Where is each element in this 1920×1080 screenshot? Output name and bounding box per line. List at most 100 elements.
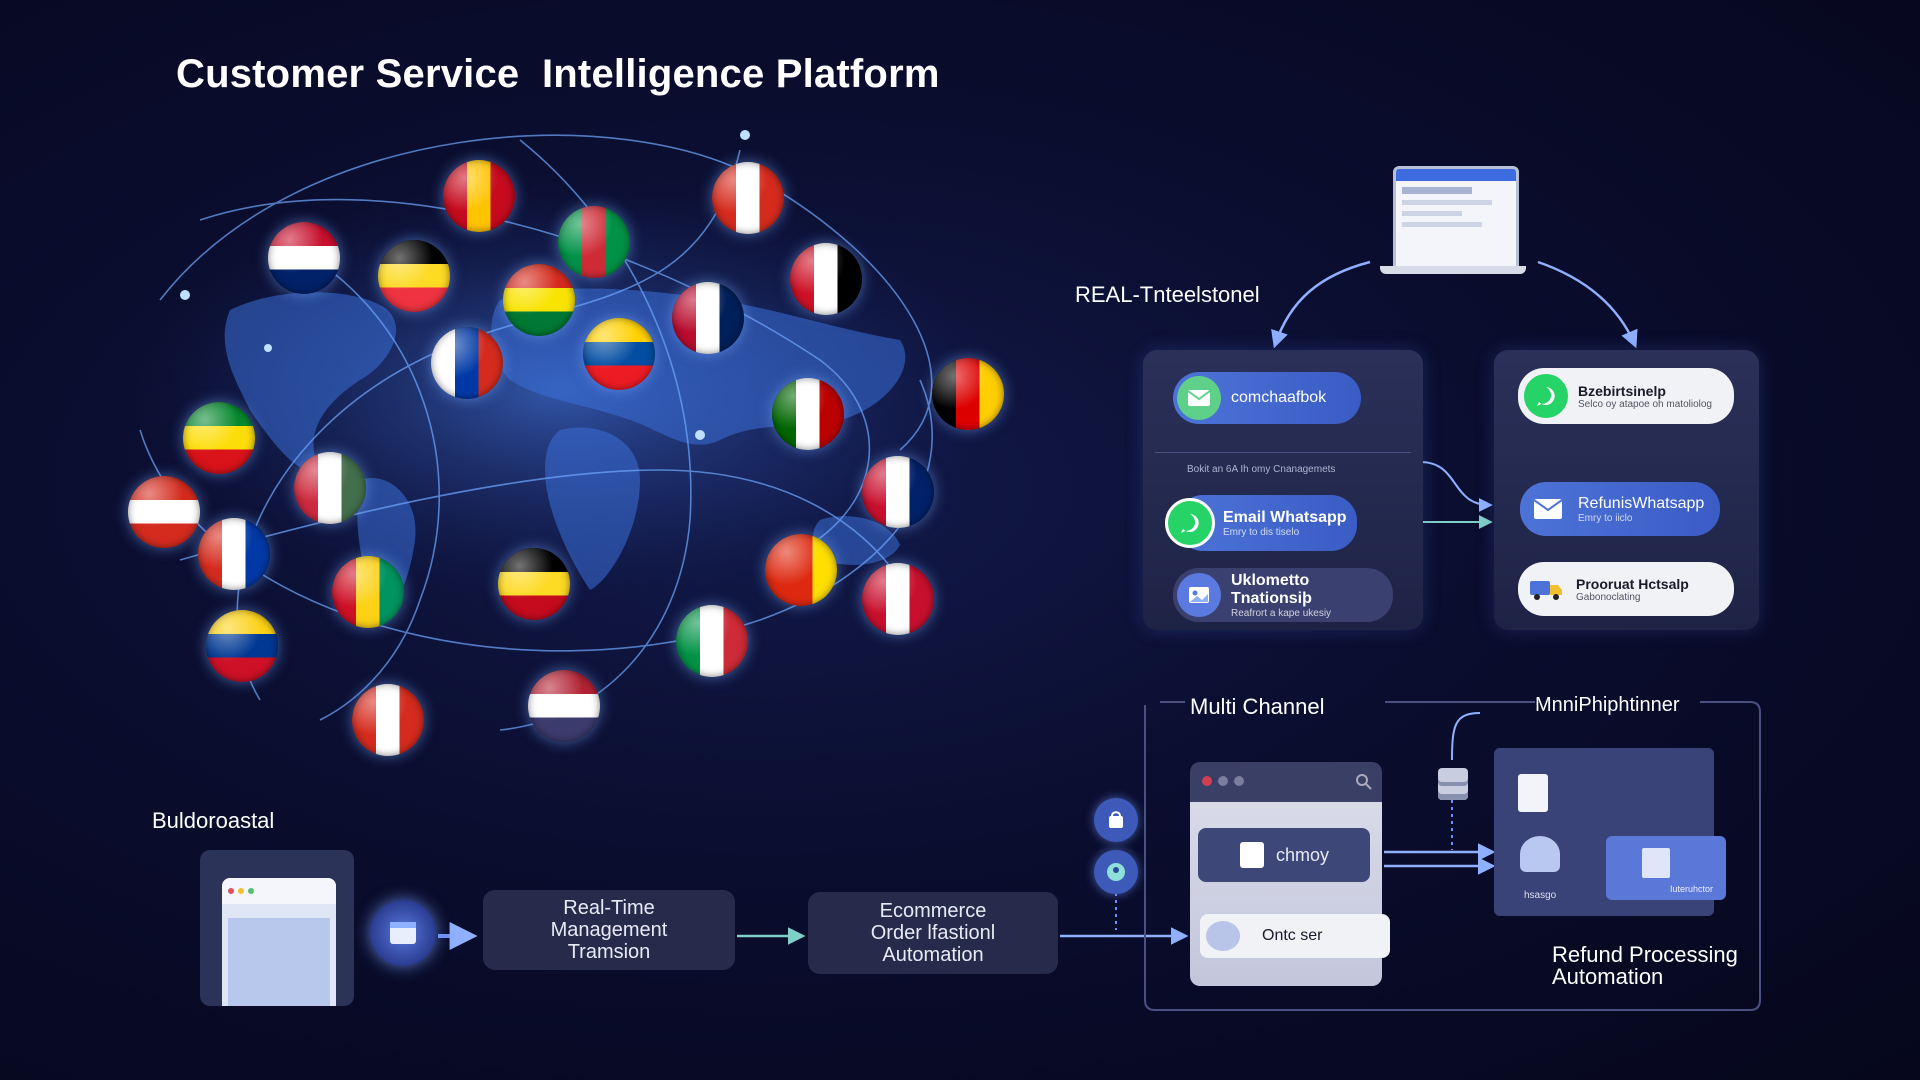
flag-usa-icon: [528, 670, 600, 742]
orbit-arc: [179, 469, 901, 581]
user-support-icon: [1520, 836, 1560, 872]
multi-channel-window: chmoy Ontc ser: [1190, 762, 1390, 986]
glow-dot: [740, 130, 750, 140]
flag-spain-2-icon: [498, 548, 570, 620]
arrow-laptop-left: [1271, 260, 1371, 349]
refund-whatsapp-sub: Emry to iiclo: [1578, 512, 1633, 524]
flow-step-real-time-management[interactable]: Real-Time Management Tramsion: [483, 890, 735, 970]
customer-pill-text: Ontc ser: [1262, 927, 1323, 944]
product-help-label: Prooruat Hctsalp: [1576, 575, 1689, 592]
flag-spain-icon: [443, 160, 515, 232]
flag-belgium-icon: [378, 240, 450, 312]
real-time-label: REAL-Tnteelstonel: [1075, 282, 1260, 307]
flow-step-text: Ecommerce Order lfastionl Automation: [870, 900, 996, 966]
photo-icon: [1177, 573, 1221, 617]
tracking-pill-sub: Reafrort a kape ukesiy: [1231, 607, 1332, 619]
whatsapp-pill-sub: Emry to dis tiselo: [1223, 526, 1300, 538]
flag-egypt-icon: [790, 243, 862, 315]
multi-channel-label: Multi Channel: [1190, 694, 1325, 719]
whatsapp-support-sub: Selco oy atapoe oh matoliolog: [1578, 398, 1712, 410]
window-dot: [1218, 776, 1228, 786]
email-pill[interactable]: comchaafbok: [1173, 372, 1361, 424]
flag-canada-icon: [352, 684, 424, 756]
flag-uk-2-icon: [862, 456, 934, 528]
product-help-pill[interactable]: Prooruat Hctsalp Gabonoclating: [1518, 562, 1734, 616]
flag-guinea-icon: [332, 556, 404, 628]
flag-bolivia-icon: [503, 264, 575, 336]
laptop-icon: [1380, 160, 1526, 282]
search-icon[interactable]: [1356, 774, 1372, 790]
panel-divider: [1155, 452, 1411, 453]
channel-panel-right: Bzebirtsinelp Selco oy atapoe oh matolio…: [1494, 350, 1759, 630]
shopping-bag-icon[interactable]: [1094, 798, 1138, 842]
arrow-laptop-right: [1537, 260, 1638, 349]
orbit-arc: [199, 198, 870, 561]
whatsapp-pill[interactable]: Email Whatsapp Emry to dis tiselo: [1165, 495, 1357, 551]
mail-icon: [1526, 487, 1570, 531]
page-title: Customer Service Intelligence Platform: [176, 52, 940, 96]
flag-ethiopia-icon: [183, 402, 255, 474]
flag-hungary-icon: [294, 452, 366, 524]
omni-channel-label: MnniPhiphtinner: [1535, 694, 1680, 716]
window-dot-red: [1202, 776, 1212, 786]
flow-step-text: Real-Time Management Tramsion: [550, 897, 668, 963]
flag-italy-icon: [676, 605, 748, 677]
chat-window-icon: [1240, 842, 1264, 868]
flag-chile-icon: [198, 518, 270, 590]
chat-search-pill[interactable]: chmoy: [1198, 828, 1370, 882]
panel-section-text: Bokit an 6A Ih omy Cnanagemets: [1187, 464, 1336, 475]
chat-search-text: chmoy: [1276, 844, 1330, 865]
whatsapp-icon: [1165, 498, 1215, 548]
flag-switzerland-icon: [128, 476, 200, 548]
package-icon: [1642, 848, 1670, 878]
product-help-sub: Gabonoclating: [1576, 591, 1641, 603]
omni-panel: hsasgo Iuteruhctor: [1494, 748, 1726, 916]
glow-dot: [180, 290, 190, 300]
flag-canada-red-icon: [712, 162, 784, 234]
flag-colombia-icon: [206, 610, 278, 682]
multichannel-outline: [1144, 701, 1761, 1011]
flag-austria-icon: [862, 563, 934, 635]
flow-step-ecommerce-order[interactable]: Ecommerce Order lfastionl Automation: [808, 892, 1058, 974]
window-dot-red: [228, 888, 234, 894]
email-pill-label: comchaafbok: [1231, 389, 1327, 406]
dashboard-window-frame: [200, 850, 354, 1006]
document-icon: [1518, 774, 1548, 812]
window-dot-green: [248, 888, 254, 894]
orbit-arc: [159, 134, 933, 451]
server-icon: [1438, 768, 1468, 800]
bottom-left-label: Buldoroastal: [152, 808, 275, 833]
arrow-panel-to-panel: [1419, 461, 1493, 512]
customer-icon: [1206, 921, 1240, 951]
flag-italy-green-icon: [558, 206, 630, 278]
refund-whatsapp-pill[interactable]: RefunisWhatsapp Emry to iiclo: [1520, 482, 1720, 536]
glow-dot: [695, 430, 705, 440]
omni-left-caption: hsasgo: [1524, 890, 1557, 901]
omni-card[interactable]: Iuteruhctor: [1606, 836, 1726, 900]
whatsapp-pill-label: Email Whatsapp: [1223, 508, 1347, 526]
refund-whatsapp-label: RefunisWhatsapp: [1578, 494, 1705, 512]
flag-ecuador-icon: [583, 318, 655, 390]
flag-russia-icon: [431, 327, 503, 399]
flag-china-icon: [765, 534, 837, 606]
mail-icon: [1177, 376, 1221, 420]
delivery-truck-icon: [1524, 567, 1568, 611]
whatsapp-support-label: Bzebirtsinelp: [1578, 382, 1666, 399]
tracking-pill[interactable]: Uklometto Tnationsiþ Reafrort a kape uke…: [1173, 568, 1393, 622]
globe-support-icon[interactable]: [1094, 850, 1138, 894]
window-dot-yellow: [238, 888, 244, 894]
orbit-arc: [236, 149, 741, 701]
calendar-icon[interactable]: [370, 900, 436, 966]
omni-right-caption: Iuteruhctor: [1670, 884, 1714, 894]
customer-pill[interactable]: Ontc ser: [1200, 914, 1390, 958]
channel-panel-left: comchaafbok Bokit an 6A Ih omy Cnanageme…: [1143, 350, 1423, 630]
refund-processing-label: Refund Processing Automation: [1552, 942, 1738, 989]
flag-germany-icon: [932, 358, 1004, 430]
arrow-omni-down: [1451, 712, 1481, 761]
whatsapp-support-pill[interactable]: Bzebirtsinelp Selco oy atapoe oh matolio…: [1518, 368, 1734, 424]
tracking-pill-label: Uklometto Tnationsiþ: [1231, 571, 1312, 607]
flag-kenya-icon: [772, 378, 844, 450]
glow-dot: [264, 344, 272, 352]
window-dot: [1234, 776, 1244, 786]
flag-uk-icon: [268, 222, 340, 294]
